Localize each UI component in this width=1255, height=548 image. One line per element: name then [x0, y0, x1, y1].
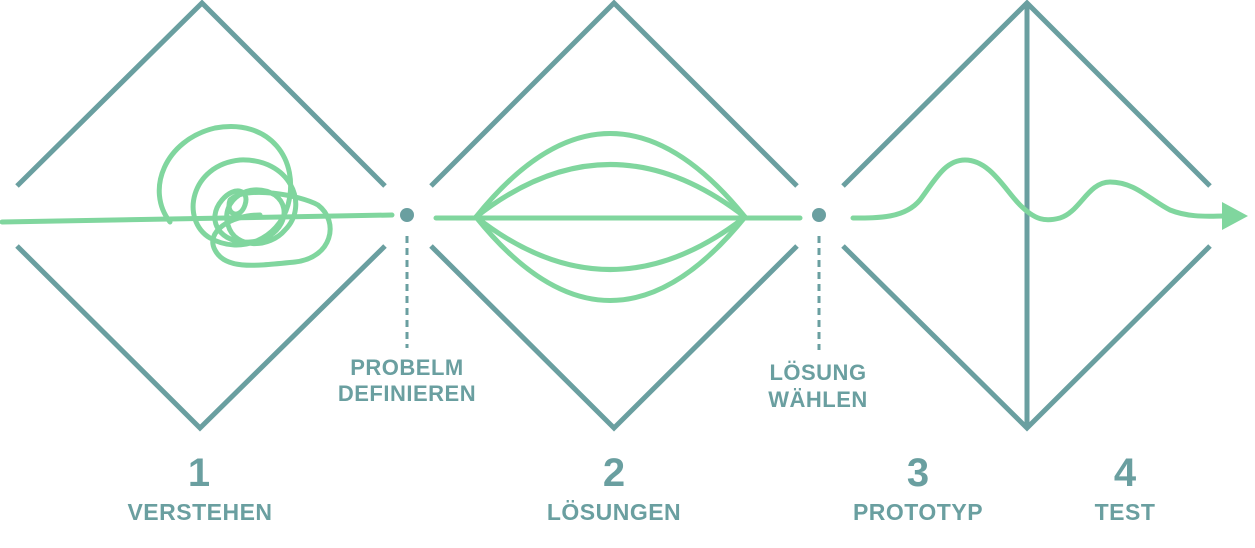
phase-name-1: VERSTEHEN [127, 499, 272, 525]
phase-name-2: LÖSUNGEN [547, 499, 681, 525]
phase-number-3: 3 [907, 451, 929, 495]
flow-lens-inner [473, 162, 748, 272]
phase-number-4: 4 [1114, 451, 1137, 495]
diamond-1-bottom [15, 244, 387, 432]
phase-name-3: PROTOTYP [853, 499, 983, 525]
milestone-label-define-line2: DEFINIEREN [338, 381, 476, 406]
flow-scribble-understand [156, 124, 333, 268]
milestone-dot-choose [812, 208, 826, 222]
phase-number-2: 2 [603, 451, 625, 495]
diamond-2-top [429, 0, 799, 188]
phase-number-1: 1 [188, 451, 210, 495]
flow-wave-prototype [850, 157, 1228, 223]
milestone-label-choose-line2: WÄHLEN [768, 387, 868, 412]
arrow-head-icon [1222, 202, 1248, 230]
milestone-label-choose-line1: LÖSUNG [769, 360, 866, 385]
milestone-label-define-line1: PROBELM [350, 355, 464, 380]
diamond-1-top [15, 0, 387, 188]
phase-name-4: TEST [1095, 499, 1156, 525]
milestone-dot-define [400, 208, 414, 222]
diamond-2-bottom [429, 244, 799, 432]
